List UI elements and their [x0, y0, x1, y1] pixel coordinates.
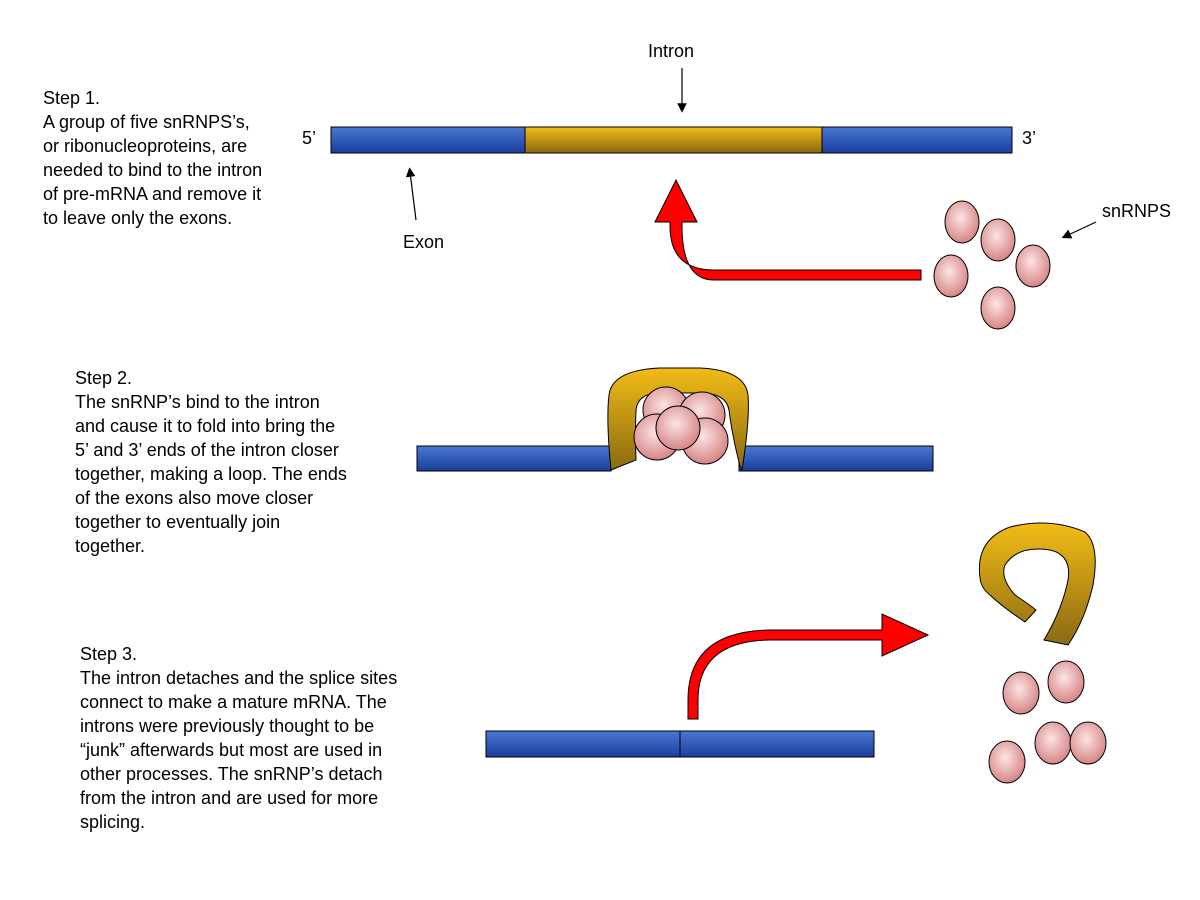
exon-left-bar [416, 445, 612, 472]
snrnp-particle [1034, 721, 1072, 765]
step-2-text: Step 2. The snRNP’s bind to the intron a… [75, 366, 395, 558]
intron-bar [524, 126, 823, 154]
detached-intron-loop [978, 522, 1096, 646]
step-1-pre-mrna [330, 126, 1013, 154]
snrnps-pointer-arrow [1061, 221, 1097, 239]
snrnp-particle [988, 740, 1026, 784]
exon-pointer-arrow [405, 167, 417, 221]
step-1-line: A group of five snRNPS’s, [43, 112, 250, 132]
snrnp-group-step-3 [988, 660, 1107, 784]
step-3-line: “junk” afterwards but most are used in [80, 740, 383, 760]
step-2-line: of the exons also move closer [75, 488, 314, 508]
exon-label: Exon [403, 232, 444, 252]
step-2-line: together. [75, 536, 146, 556]
step-1-line: of pre-mRNA and remove it [43, 184, 262, 204]
step-2-line: together, making a loop. The ends [75, 464, 347, 484]
snrnp-particle [980, 286, 1016, 330]
exon-left-bar [330, 126, 526, 154]
step-2-line: The snRNP’s bind to the intron [75, 392, 320, 412]
snrnp-particle [1002, 671, 1040, 715]
intron-label: Intron [648, 41, 694, 61]
snrnp-particle [1047, 660, 1085, 704]
step-1-heading: Step 1. [43, 88, 101, 108]
snrnp-particle [1015, 244, 1051, 288]
step-3-text: Step 3. The intron detaches and the spli… [80, 642, 440, 834]
step-2-spliceosome [416, 367, 934, 472]
step-2-line: 5’ and 3’ ends of the intron closer [75, 440, 339, 460]
step-3-line: from the intron and are used for more [80, 788, 379, 808]
step-2-line: and cause it to fold into bring the [75, 416, 336, 436]
snrnp-particle [944, 200, 980, 244]
snrnp-particle [655, 405, 701, 451]
step-3-line: The intron detaches and the splice sites [80, 668, 398, 688]
three-prime-label: 3’ [1022, 128, 1036, 148]
snrnp-particle [1069, 721, 1107, 765]
step-2-heading: Step 2. [75, 368, 133, 388]
snrnps-label: snRNPS [1102, 201, 1171, 221]
exon-right-bar [679, 730, 875, 758]
exon-left-bar [485, 730, 681, 758]
snrnp-particle [933, 254, 969, 298]
step-3-line: splicing. [80, 812, 146, 832]
step-1-line: to leave only the exons. [43, 208, 233, 228]
exon-right-bar [738, 445, 934, 472]
step-3-line: connect to make a mature mRNA. The [80, 692, 387, 712]
exon-right-bar [821, 126, 1013, 154]
step-1-line: needed to bind to the intron [43, 160, 263, 180]
step-2-line: together to eventually join [75, 512, 281, 532]
step-1-text: Step 1. A group of five snRNPS’s, or rib… [43, 86, 303, 230]
bind-red-arrow [654, 178, 922, 281]
intron-loop [607, 367, 749, 472]
detach-red-arrow [687, 613, 930, 720]
snrnp-particle [980, 218, 1016, 262]
snrnp-group-step-1 [933, 200, 1051, 330]
step-3-heading: Step 3. [80, 644, 138, 664]
step-3-line: other processes. The snRNP’s detach [80, 764, 383, 784]
five-prime-label: 5’ [302, 128, 316, 148]
step-3-mature-mrna [485, 730, 875, 758]
step-1-line: or ribonucleoproteins, are [43, 136, 248, 156]
step-3-line: introns were previously thought to be [80, 716, 375, 736]
